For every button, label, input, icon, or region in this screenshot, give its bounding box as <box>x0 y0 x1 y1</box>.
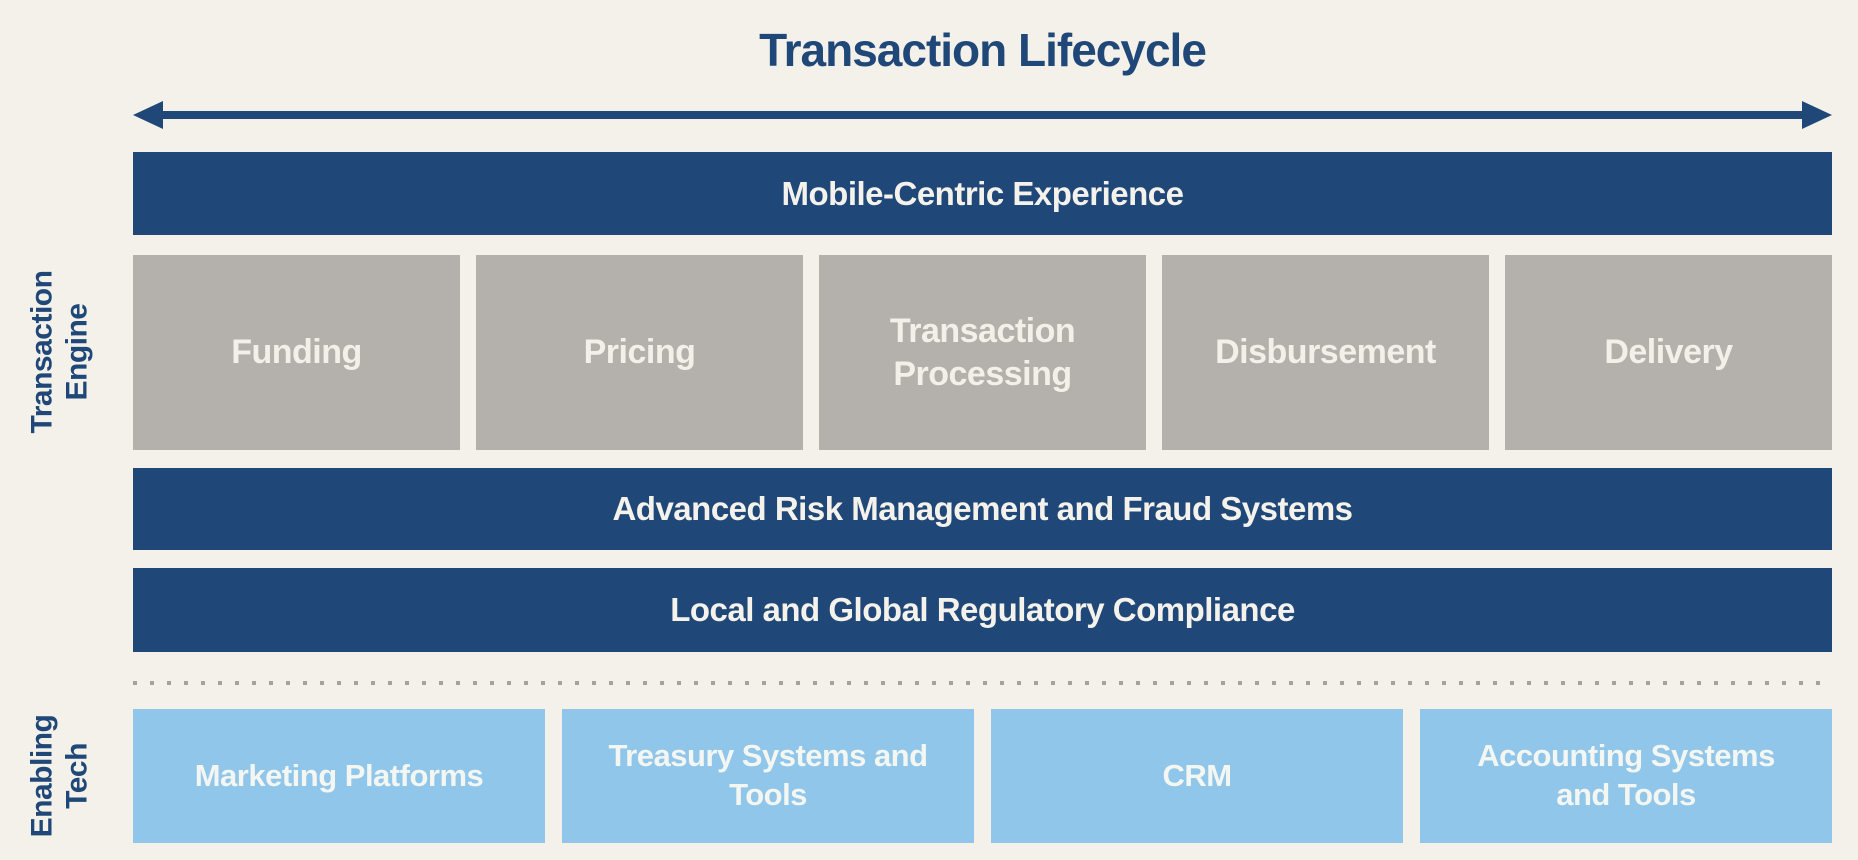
lifecycle-stage-delivery: Delivery <box>1505 255 1832 450</box>
lifecycle-stage-row: Funding Pricing Transaction Processing D… <box>133 255 1832 450</box>
arrow-shaft <box>162 111 1803 119</box>
bar-mobile-centric-experience: Mobile-Centric Experience <box>133 152 1832 235</box>
diagram-content: Transaction Lifecycle Mobile-Centric Exp… <box>133 0 1832 843</box>
dotted-divider <box>133 681 1832 685</box>
bar-advanced-risk-management: Advanced Risk Management and Fraud Syste… <box>133 468 1832 550</box>
side-label-enabling-tech: Enabling Tech <box>25 714 94 838</box>
lifecycle-stage-transaction-processing: Transaction Processing <box>819 255 1146 450</box>
tech-box-crm: CRM <box>991 709 1403 843</box>
lifecycle-stage-pricing: Pricing <box>476 255 803 450</box>
lifecycle-stage-funding: Funding <box>133 255 460 450</box>
enabling-tech-row: Marketing Platforms Treasury Systems and… <box>133 709 1832 843</box>
arrowhead-left-icon <box>133 101 163 129</box>
arrowhead-right-icon <box>1802 101 1832 129</box>
lifecycle-arrow <box>133 101 1832 129</box>
tech-box-treasury-systems: Treasury Systems and Tools <box>562 709 974 843</box>
side-label-transaction-engine: Transaction Engine <box>25 270 94 434</box>
page-title: Transaction Lifecycle <box>759 24 1207 76</box>
bar-regulatory-compliance: Local and Global Regulatory Compliance <box>133 568 1832 652</box>
tech-box-accounting-systems: Accounting Systems and Tools <box>1420 709 1832 843</box>
lifecycle-stage-disbursement: Disbursement <box>1162 255 1489 450</box>
tech-box-marketing-platforms: Marketing Platforms <box>133 709 545 843</box>
